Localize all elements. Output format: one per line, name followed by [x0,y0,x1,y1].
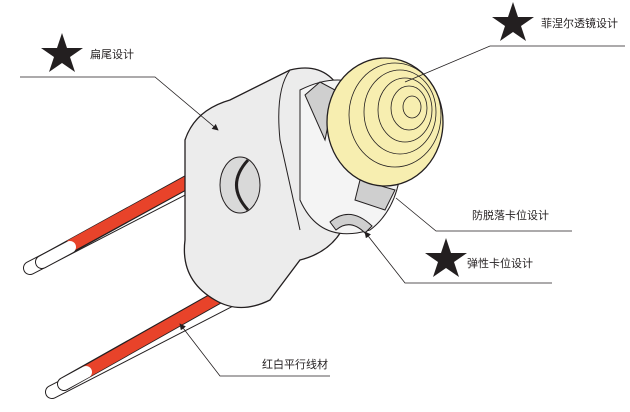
leader-elastic [364,231,552,284]
lower-wire-pair [45,275,257,399]
label-fresnel-lens: 菲涅尔透镜设计 [541,17,618,30]
star-icon [425,238,467,277]
upper-wire-pair [23,168,207,275]
star-icon [41,33,83,72]
star-icon [492,2,534,41]
leader-fresnel [404,45,625,83]
label-wire: 红白平行线材 [262,358,328,371]
label-flat-tail: 扁尾设计 [90,48,134,61]
leader-wire [179,323,330,377]
label-elastic-clip: 弹性卡位设计 [467,257,533,270]
leader-flat-tail [20,76,219,131]
fresnel-lens [326,57,444,187]
leader-anti-drop [395,197,572,232]
label-anti-drop-clip: 防脱落卡位设计 [472,209,549,222]
